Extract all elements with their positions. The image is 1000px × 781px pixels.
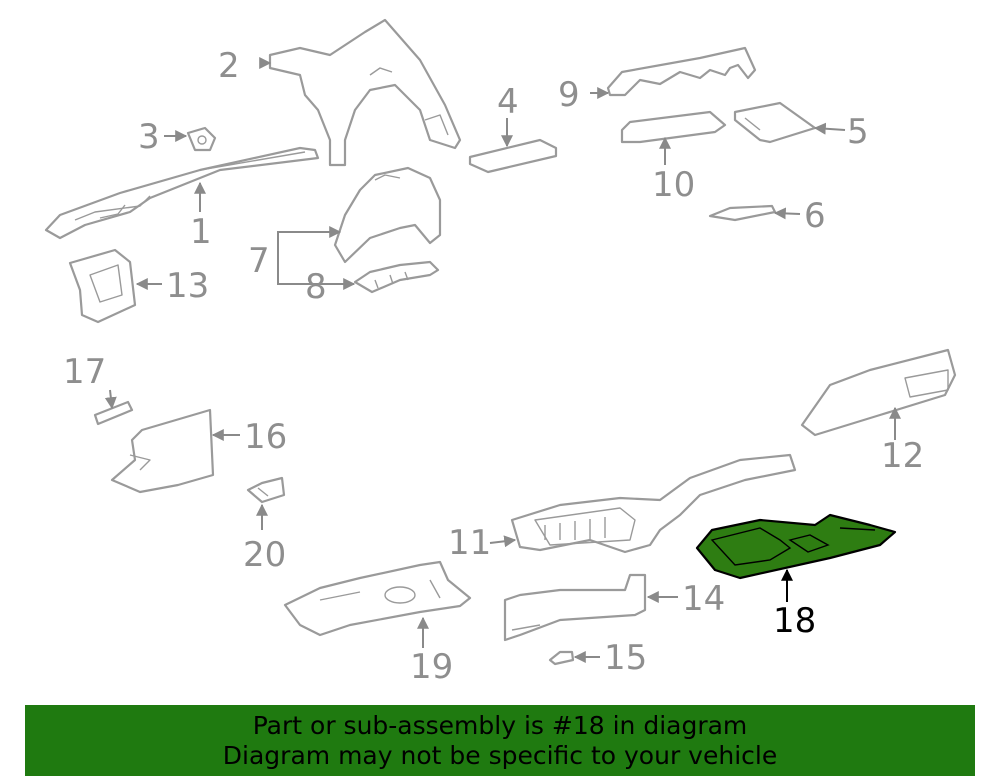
callout-10: 10: [652, 165, 695, 205]
banner-line-1: Part or sub-assembly is #18 in diagram: [252, 711, 748, 740]
callout-6: 6: [804, 196, 826, 236]
callout-20: 20: [243, 535, 286, 575]
callout-12: 12: [881, 436, 924, 476]
part-8-lower-trim[interactable]: [353, 260, 440, 294]
callout-8: 8: [305, 267, 327, 307]
callout-7: 7: [248, 241, 270, 281]
part-16-bracket[interactable]: [110, 408, 215, 494]
part-15-clip[interactable]: [548, 650, 575, 666]
part-10-panel[interactable]: [620, 110, 727, 144]
callout-14: 14: [682, 579, 725, 619]
info-banner: Part or sub-assembly is #18 in diagram D…: [25, 705, 975, 776]
callout-2: 2: [218, 46, 240, 86]
callout-19: 19: [410, 647, 453, 687]
callout-1: 1: [190, 212, 212, 252]
part-17-strip[interactable]: [93, 400, 134, 426]
part-11-vent-panel[interactable]: [510, 453, 797, 554]
callout-16: 16: [244, 417, 287, 457]
part-6-strip[interactable]: [708, 204, 777, 222]
callout-4: 4: [497, 82, 519, 122]
part-2-side-panel[interactable]: [268, 18, 462, 167]
callout-numbers: 1 2 3 4 5 6 7 8 9 10 11 12 13 14 15 16 1…: [63, 46, 924, 687]
part-20-clip[interactable]: [246, 476, 286, 504]
part-5-panel[interactable]: [733, 101, 817, 144]
callout-13: 13: [166, 266, 209, 306]
part-7-side-trim[interactable]: [333, 166, 442, 264]
part-12-trim[interactable]: [800, 348, 957, 437]
part-19-console[interactable]: [283, 560, 472, 637]
parts-diagram: 1 2 3 4 5 6 7 8 9 10 11 12 13 14 15 16 1…: [44, 18, 957, 687]
banner-line-2: Diagram may not be specific to your vehi…: [222, 741, 778, 770]
callout-3: 3: [138, 117, 160, 157]
part-1-dash-trim[interactable]: [44, 146, 320, 240]
callout-15: 15: [604, 638, 647, 678]
part-18-highlighted[interactable]: [695, 513, 897, 580]
callout-17: 17: [63, 352, 106, 392]
callout-5: 5: [847, 112, 869, 152]
callout-18: 18: [773, 601, 816, 641]
part-3-clip[interactable]: [186, 126, 217, 152]
part-9-bracket[interactable]: [606, 46, 757, 97]
part-13-vent[interactable]: [68, 248, 137, 324]
part-14-lower-trim[interactable]: [503, 573, 647, 642]
leader-lines: [104, 57, 901, 663]
callout-9: 9: [558, 75, 580, 115]
callout-11: 11: [448, 523, 491, 563]
part-4-cover[interactable]: [468, 138, 558, 174]
